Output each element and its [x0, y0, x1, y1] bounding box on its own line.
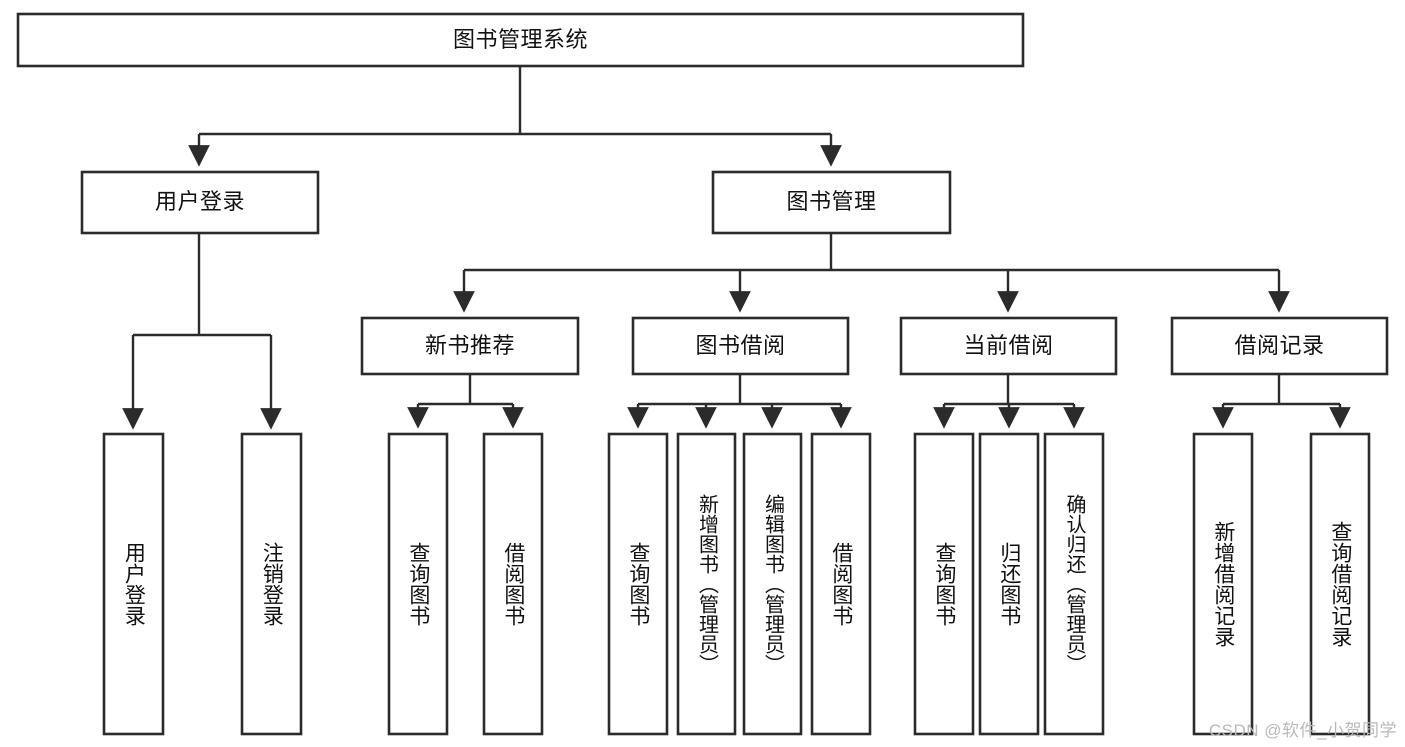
box-leaf-current-borrow-2[interactable] [978, 432, 1040, 736]
box-leaf-book-borrow-3[interactable] [742, 432, 803, 736]
box-root[interactable] [16, 12, 1025, 68]
box-leaf-user-login-1[interactable] [102, 432, 165, 736]
box-layer [16, 12, 1389, 736]
box-borrow-record[interactable] [1170, 316, 1389, 376]
box-leaf-user-login-2[interactable] [240, 432, 303, 736]
box-new-book-recommend[interactable] [360, 316, 580, 376]
box-book-manage[interactable] [711, 170, 952, 235]
box-leaf-book-borrow-4[interactable] [810, 432, 872, 736]
box-leaf-new-book-2[interactable] [482, 432, 544, 736]
box-current-borrow[interactable] [899, 316, 1118, 376]
box-book-borrow[interactable] [631, 316, 850, 376]
box-leaf-borrow-record-1[interactable] [1192, 432, 1254, 736]
box-leaf-new-book-1[interactable] [387, 432, 449, 736]
box-leaf-book-borrow-2[interactable] [676, 432, 737, 736]
box-user-login[interactable] [80, 170, 320, 235]
box-leaf-borrow-record-2[interactable] [1309, 432, 1371, 736]
watermark: CSDN @软件_小贺同学 [1208, 721, 1397, 740]
box-leaf-current-borrow-3[interactable] [1043, 432, 1105, 736]
box-leaf-book-borrow-1[interactable] [607, 432, 669, 736]
box-leaf-current-borrow-1[interactable] [913, 432, 975, 736]
connector-layer [122, 66, 1351, 430]
